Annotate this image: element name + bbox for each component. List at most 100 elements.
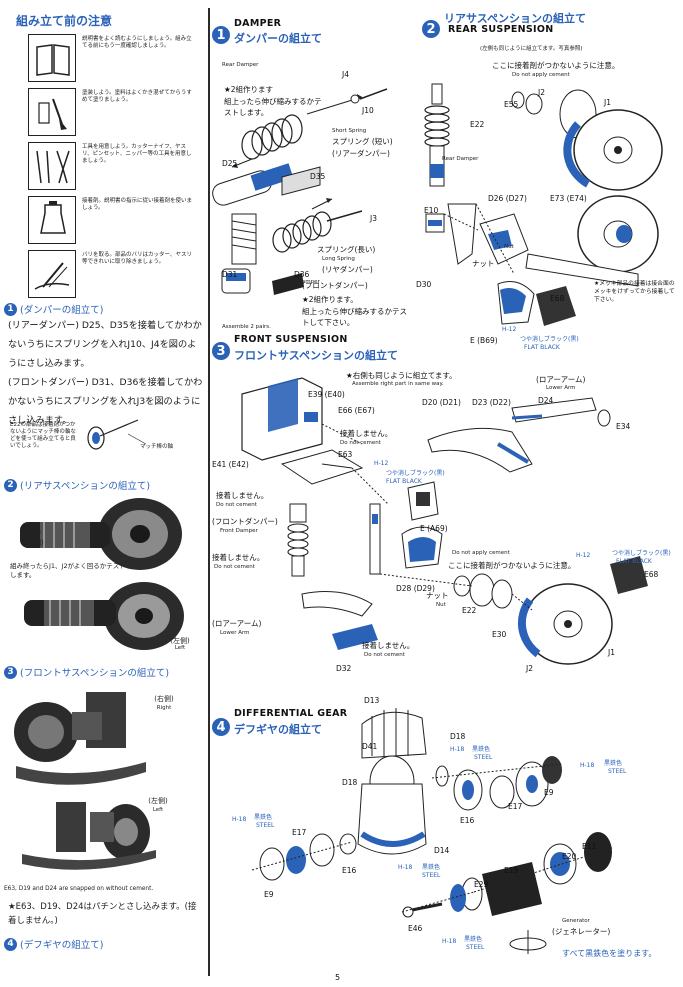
- diff-h18-c: H-18: [232, 816, 247, 823]
- part-e30: E30: [492, 630, 507, 639]
- front-no-glue-en: Do not apply cement: [452, 550, 510, 556]
- part-e68-front: E68: [644, 570, 659, 579]
- rear-step-number: 2: [422, 20, 440, 38]
- damper-note-test: 組上ったら伸び縮みするかテストします。: [224, 97, 322, 117]
- part-d18-left: D18: [342, 778, 358, 787]
- front-damper-en: Front Damper: [282, 279, 320, 285]
- part-e10: E10: [424, 206, 439, 215]
- part-e9-left: E9: [264, 890, 274, 899]
- caption-right-jp: (右側): [24, 539, 44, 547]
- damper-note-make2: ★2組作ります: [224, 85, 273, 94]
- rear-nut-en: Nut: [504, 244, 514, 250]
- prep-paint: 塗装しよう。塗料はよくかき混ぜてからうすめて塗りましょう。: [28, 88, 200, 136]
- diff-h18-e: H-18: [442, 938, 457, 945]
- caption-left-jp: (左側): [170, 637, 190, 645]
- rear-title-jp: リアサスペンションの組立て: [444, 12, 587, 25]
- rear-damper-jp2: (リヤダンパー): [322, 265, 373, 274]
- part-j4: J4: [342, 70, 349, 79]
- front-no-cement-en-4: Do not cement: [364, 652, 405, 658]
- rear-damper-en: Rear Damper: [442, 156, 479, 162]
- tools-icon: [28, 142, 76, 190]
- part-d14: D14: [434, 846, 450, 855]
- damper-make2: ★2組作ります。: [302, 295, 358, 304]
- caption-step3-right-jp: (右側): [154, 695, 174, 703]
- front-step-number: 3: [212, 342, 230, 360]
- match-stick-illustration: [87, 419, 147, 450]
- front-no-cement-en-2: Do not cement: [216, 502, 257, 508]
- prep-cement: 接着剤。説明書の指示に従い接着剤を使いましょう。: [28, 196, 200, 244]
- step3-number: 3: [4, 665, 17, 679]
- left-step1-rear-text: (リアーダンパー) D25、D35を接着してかわかないうちにスプリングを入れJ1…: [8, 320, 202, 369]
- diff-steel-jp-b: 黒鉄色: [604, 760, 623, 767]
- short-spring-jp: スプリング (短い): [332, 137, 393, 146]
- diff-h18-b: H-18: [580, 762, 595, 769]
- diff-step-number: 4: [212, 718, 230, 736]
- left-step2-head: 2 (リアサスペンションの組立て): [4, 478, 150, 492]
- part-e46: E46: [408, 924, 423, 933]
- diff-steel-en-c: STEEL: [256, 822, 275, 829]
- caption-step3-right-en: Right: [156, 705, 172, 711]
- damper-test: 組上ったら伸び縮みするかテストして下さい。: [302, 307, 407, 327]
- part-e-a69: E (A69): [420, 524, 448, 533]
- step4-number: 4: [4, 937, 17, 951]
- front-damper-en: Front Damper: [220, 528, 258, 534]
- step1-number: 1: [4, 302, 17, 316]
- left-column: 組み立て前の注意 説明書をよく読むようにしましょう。組み立てる前にもう一度確認し…: [0, 0, 210, 987]
- diff-steel-jp-a: 黒鉄色: [472, 746, 491, 753]
- diff-h18-d: H-18: [398, 864, 413, 871]
- damper-illustration: [212, 88, 388, 295]
- rear-no-glue-jp: ここに接着剤がつかないように注意。: [492, 61, 620, 70]
- part-e41: E41 (E42): [212, 460, 249, 469]
- caption-left-en: Left: [174, 645, 186, 651]
- part-j1-front: J1: [608, 648, 615, 657]
- part-j2-front: J2: [526, 664, 533, 673]
- part-e34: E34: [616, 422, 631, 431]
- diff-title-en: DIFFERENTIAL GEAR: [234, 708, 348, 719]
- part-d36: D36: [294, 270, 310, 279]
- part-e19: E19: [504, 866, 519, 875]
- diff-steel-en-d: STEEL: [422, 872, 441, 879]
- column-divider: [208, 8, 210, 976]
- book-icon: [28, 34, 76, 82]
- photo-front-assembly: [14, 692, 156, 870]
- front-nut-en: Nut: [436, 602, 446, 608]
- part-d31: D31: [222, 270, 238, 279]
- left-step4-head: 4 (デフギヤの組立て): [4, 937, 103, 951]
- front-no-cement-en-3: Do not cement: [214, 564, 255, 570]
- e22-note: E22の部品は接着剤がつかないようにマッチ棒の軸などを使って組み立てると良いでし…: [10, 422, 76, 449]
- part-d32: D32: [336, 664, 352, 673]
- part-j2: J2: [538, 88, 545, 97]
- lower-arm-en-top: Lower Arm: [546, 385, 576, 391]
- front-h12-right: H-12: [576, 552, 591, 559]
- part-e39: E39 (E40): [308, 390, 345, 399]
- rear-title-en: REAR SUSPENSION: [448, 24, 554, 35]
- part-j3: J3: [370, 214, 377, 223]
- generator-en: Generator: [562, 918, 590, 924]
- diff-steel-jp-d: 黒鉄色: [422, 864, 441, 871]
- part-e55: E55: [504, 100, 519, 109]
- rear-same-note: (左側も同じように組立てます。写真参照): [480, 46, 583, 52]
- front-same-en: Assemble right part in same way.: [352, 381, 444, 387]
- prep-text-4: 接着剤。説明書の指示に従い接着剤を使いましょう。: [82, 198, 193, 211]
- front-suspension-illustration: [241, 377, 648, 665]
- caption-step3-left-jp: (左側): [148, 797, 168, 805]
- step2-test-note: 組み終ったらJ1、J2がよく回るかテストします。: [10, 562, 126, 579]
- part-d30: D30: [416, 280, 432, 289]
- part-d26: D26 (D27): [488, 194, 527, 203]
- prep-read-instructions: 説明書をよく読むようにしましょう。組み立てる前にもう一度確認しましょう。: [28, 34, 200, 82]
- caption-right-en: Right: [26, 530, 42, 536]
- diff-steel-en-e: STEEL: [466, 944, 485, 951]
- part-d13: D13: [364, 696, 380, 705]
- prep-title: 組み立て前の注意: [16, 14, 113, 28]
- damper-title-jp: ダンパーの組立て: [234, 32, 322, 45]
- short-spring-en: Short Spring: [332, 128, 367, 134]
- front-no-cement-jp-3: 接着しません。: [212, 553, 265, 562]
- front-no-glue-jp: ここに接着剤がつかないように注意。: [448, 561, 576, 570]
- rear-damper-label: Rear Damper: [222, 62, 259, 68]
- part-e20: E20: [562, 852, 577, 861]
- front-flat-black-jp-right: つや消しブラック(黒): [612, 550, 671, 557]
- part-e22: E22: [470, 120, 485, 129]
- front-same-jp: ★右側も同じように組立てます。: [346, 371, 457, 380]
- front-nut-jp: ナット: [426, 591, 449, 600]
- part-e11: E11: [582, 842, 597, 851]
